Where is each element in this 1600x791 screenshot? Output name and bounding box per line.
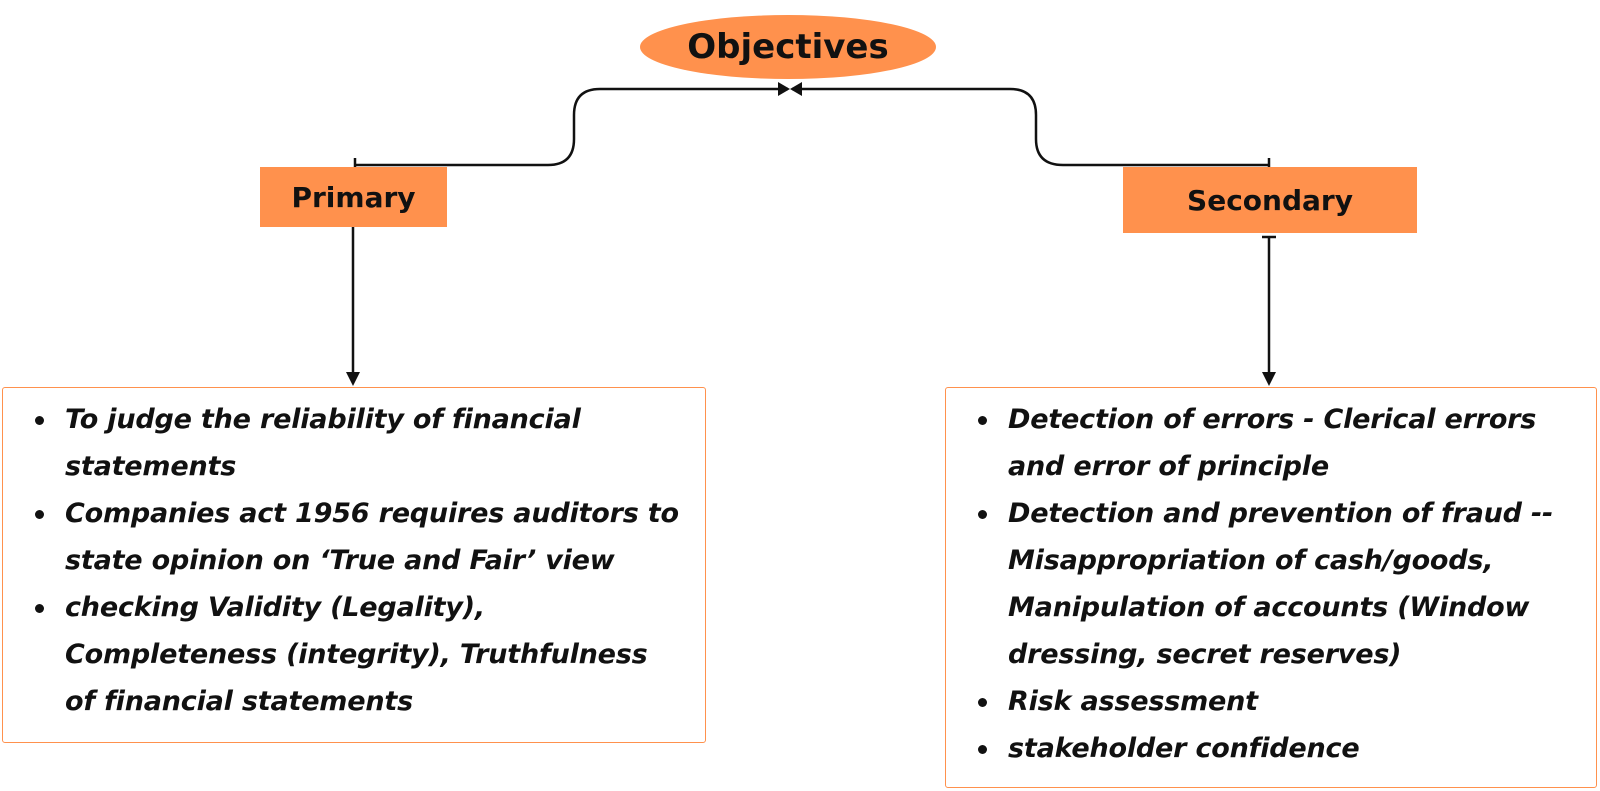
list-item: checking Validity (Legality), Completene…	[35, 584, 681, 725]
primary-objectives-list: To judge the reliability of financial st…	[3, 388, 705, 725]
arrowhead-into-primary-details	[346, 372, 360, 386]
connector-secondary-to-objectives	[792, 87, 1269, 167]
list-item: Companies act 1956 requires auditors to …	[35, 490, 681, 584]
list-item: stakeholder confidence	[978, 725, 1572, 772]
secondary-objectives-list: Detection of errors - Clerical errors an…	[946, 388, 1596, 772]
primary-node: Primary	[260, 167, 447, 227]
list-item: Detection of errors - Clerical errors an…	[978, 396, 1572, 490]
arrowhead-into-secondary-details	[1262, 372, 1276, 386]
primary-details-box: To judge the reliability of financial st…	[2, 387, 706, 743]
secondary-label: Secondary	[1187, 183, 1353, 217]
objectives-label: Objectives	[687, 27, 889, 67]
list-item: Detection and prevention of fraud -- Mis…	[978, 490, 1572, 678]
secondary-node: Secondary	[1123, 167, 1417, 233]
primary-label: Primary	[291, 180, 416, 214]
arrowhead-into-objectives-left	[778, 82, 790, 96]
secondary-details-box: Detection of errors - Clerical errors an…	[945, 387, 1597, 788]
connector-primary-to-objectives	[355, 87, 788, 167]
objectives-node: Objectives	[640, 15, 936, 79]
list-item: To judge the reliability of financial st…	[35, 396, 681, 490]
arrowhead-into-objectives-right	[790, 82, 802, 96]
list-item: Risk assessment	[978, 678, 1572, 725]
